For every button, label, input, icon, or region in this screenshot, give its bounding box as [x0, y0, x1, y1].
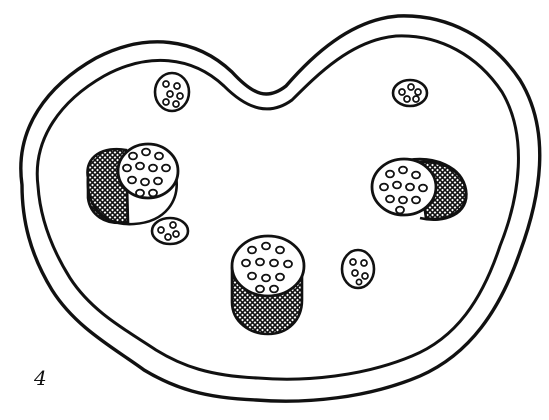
vascular-bundle-center: [232, 236, 304, 334]
small-bundle-middle-right: [342, 250, 374, 288]
small-bundle-top-left: [155, 73, 189, 111]
vascular-bundle-left: [87, 144, 178, 224]
small-bundle-top-right: [393, 80, 427, 106]
vascular-bundle-right: [372, 159, 466, 220]
small-bundle-middle-left: [152, 218, 188, 244]
panel-number-label: 4: [34, 368, 47, 388]
